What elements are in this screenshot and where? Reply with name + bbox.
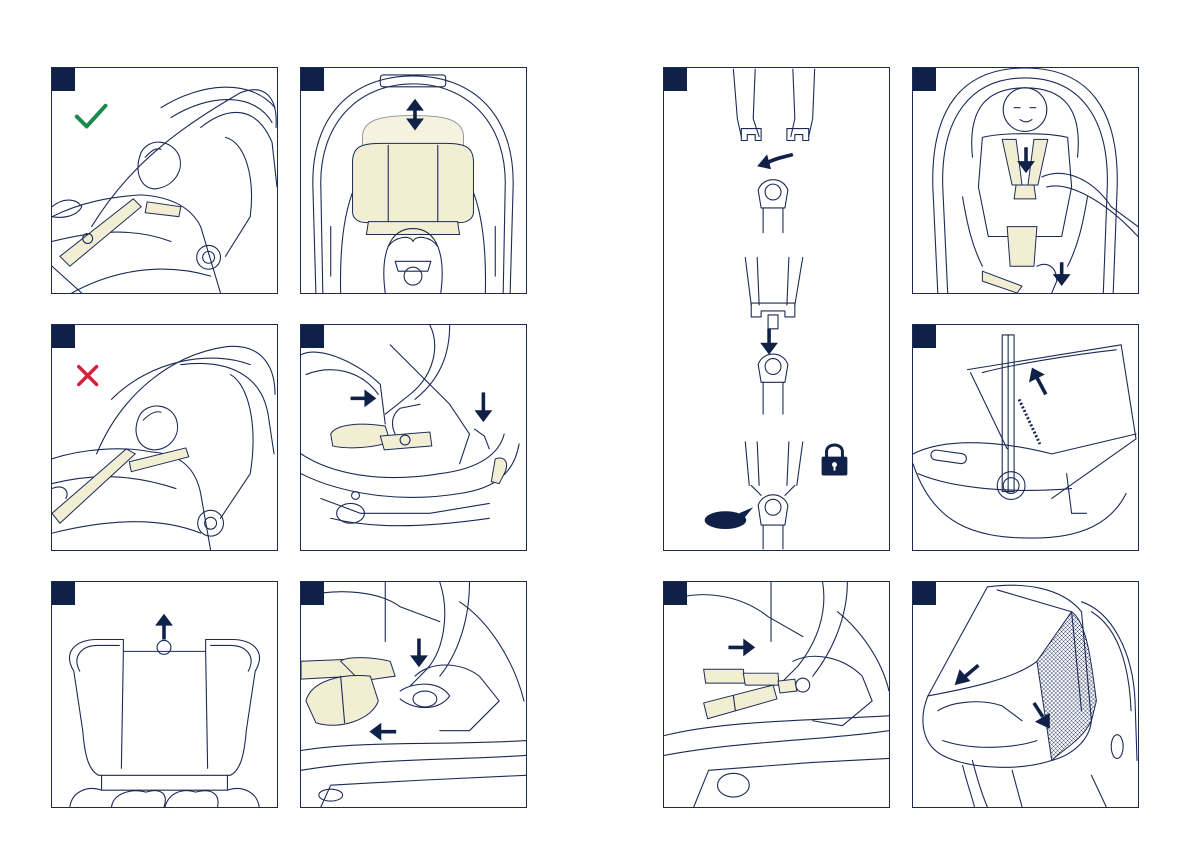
illustration-buckle-insert xyxy=(664,582,889,807)
step-badge xyxy=(301,582,324,605)
down-right-arrow-icon xyxy=(1034,703,1043,717)
illustration-baby-seat-correct xyxy=(52,68,277,293)
panel-handle-up xyxy=(912,324,1139,551)
illustration-insert-pad xyxy=(301,325,526,550)
illustration-carrier-handle xyxy=(913,325,1138,550)
step-badge xyxy=(913,68,936,91)
step-badge xyxy=(301,325,324,348)
illustration-canopy xyxy=(913,582,1138,807)
illustration-baby-seat-incorrect xyxy=(52,325,277,550)
step-badge xyxy=(664,582,687,605)
panel-canopy xyxy=(912,581,1139,808)
up-arrow-icon xyxy=(1037,378,1046,395)
illustration-seat-front xyxy=(301,68,526,293)
panel-insert-pad xyxy=(300,324,527,551)
illustration-headrest xyxy=(52,582,277,807)
step-badge xyxy=(52,68,75,91)
step-badge xyxy=(913,582,936,605)
panel-buckle-sequence xyxy=(663,67,890,551)
panel-headrest-height xyxy=(300,67,527,294)
step-badge xyxy=(301,68,324,91)
step-badge xyxy=(52,325,75,348)
illustration-buckle-release xyxy=(301,582,526,807)
step-badge xyxy=(52,582,75,605)
panel-headrest-remove xyxy=(51,581,278,808)
lock-icon xyxy=(822,445,848,475)
illustration-buckle-sequence xyxy=(664,68,889,550)
step-badge xyxy=(913,325,936,348)
panel-baby-correct xyxy=(51,67,278,294)
panel-buckle-release xyxy=(300,581,527,808)
down-left-arrow-icon xyxy=(966,665,979,676)
panel-baby-incorrect xyxy=(51,324,278,551)
step-badge xyxy=(664,68,687,91)
panel-buckle-insert xyxy=(663,581,890,808)
panel-harness-tighten xyxy=(912,67,1139,294)
illustration-harness-tighten xyxy=(913,68,1138,293)
